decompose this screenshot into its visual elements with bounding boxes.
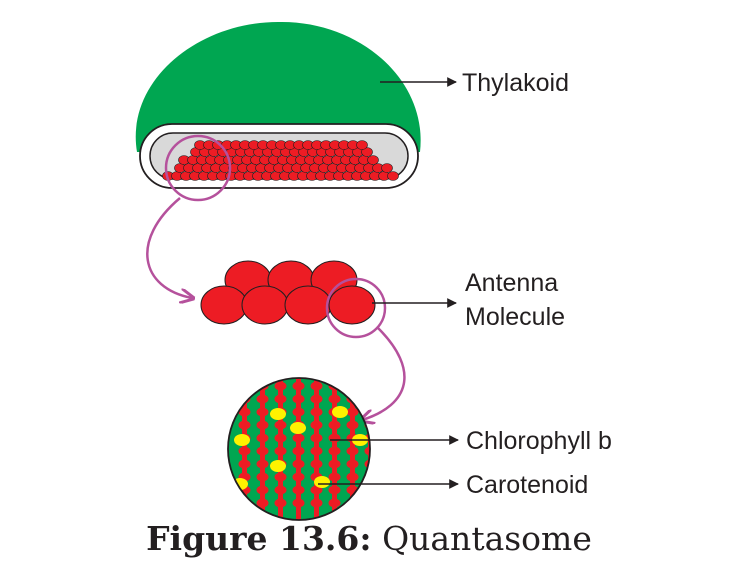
chlorophyll-a-molecule	[364, 446, 370, 456]
figure-number: Figure 13.6:	[146, 519, 372, 558]
chlorophyll-a-molecule	[238, 407, 251, 417]
chlorophyll-a-molecule	[292, 433, 305, 443]
chlorophyll-a-molecule	[292, 407, 305, 417]
chlorophyll-a-molecule	[310, 407, 323, 417]
chlorophyll-a-molecule	[346, 472, 359, 482]
chlorophyll-a-molecule	[346, 420, 359, 430]
label-carotenoid: Carotenoid	[466, 471, 588, 499]
chlorophyll-a-molecule	[292, 459, 305, 469]
quantasome-magnified	[227, 377, 371, 521]
thylakoid-pigment	[361, 147, 373, 157]
chlorophyll-a-molecule	[238, 446, 251, 456]
carotenoid-molecule	[234, 434, 250, 446]
chlorophyll-a-molecule	[238, 381, 251, 391]
chlorophyll-a-molecule	[364, 485, 370, 495]
chlorophyll-a-molecule	[238, 420, 251, 430]
chlorophyll-a-molecule	[310, 485, 323, 495]
chlorophyll-a-molecule	[346, 381, 359, 391]
thylakoid-pigment	[356, 140, 368, 150]
label-chlorophyll-b: Chlorophyll b	[466, 427, 612, 455]
chlorophyll-a-molecule	[256, 498, 269, 508]
chlorophyll-a-molecule	[274, 472, 287, 482]
chlorophyll-a-molecule	[310, 394, 323, 404]
figure-caption: Figure 13.6: Quantasome	[0, 519, 738, 558]
chlorophyll-a-molecule	[310, 446, 323, 456]
magnifier-loop-antenna	[325, 277, 387, 339]
chlorophyll-a-molecule	[238, 459, 251, 469]
chlorophyll-a-molecule	[256, 459, 269, 469]
chlorophyll-a-molecule	[310, 381, 323, 391]
chlorophyll-a-molecule	[292, 472, 305, 482]
chlorophyll-a-molecule	[274, 446, 287, 456]
chlorophyll-a-molecule	[292, 394, 305, 404]
chlorophyll-a-molecule	[292, 381, 305, 391]
chlorophyll-a-molecule	[274, 498, 287, 508]
thylakoid-pigment	[381, 163, 393, 173]
chlorophyll-a-molecule	[274, 433, 287, 443]
label-molecule: Molecule	[465, 303, 565, 331]
chlorophyll-a-molecule	[256, 472, 269, 482]
thylakoid	[135, 21, 421, 189]
chlorophyll-a-molecule	[292, 446, 305, 456]
thylakoid-pigment-stack	[162, 140, 399, 181]
chlorophyll-a-molecule	[256, 407, 269, 417]
carotenoid-molecule	[332, 406, 348, 418]
chlorophyll-a-molecule	[364, 394, 370, 404]
pigment-molecule	[241, 285, 289, 325]
chlorophyll-a-molecule	[328, 446, 341, 456]
chlorophyll-a-molecule	[328, 420, 341, 430]
chlorophyll-a-molecule	[328, 394, 341, 404]
connector-arrow-2	[362, 327, 406, 420]
carotenoid-molecule	[270, 460, 286, 472]
chlorophyll-a-molecule	[274, 485, 287, 495]
chlorophyll-a-molecule	[256, 433, 269, 443]
chlorophyll-a-molecule	[328, 459, 341, 469]
chlorophyll-a-molecule	[292, 498, 305, 508]
chlorophyll-a-molecule	[364, 498, 370, 508]
connector-arrow-1	[146, 197, 192, 298]
chlorophyll-a-molecule	[274, 394, 287, 404]
label-antenna: Antenna	[465, 269, 558, 297]
chlorophyll-a-molecule	[310, 459, 323, 469]
chlorophyll-a-molecule	[256, 420, 269, 430]
thylakoid-pigment	[387, 171, 399, 181]
chlorophyll-a-molecule	[328, 433, 341, 443]
chlorophyll-a-molecule	[364, 459, 370, 469]
label-thylakoid: Thylakoid	[462, 69, 569, 97]
chlorophyll-a-molecule	[274, 420, 287, 430]
carotenoid-molecule	[270, 408, 286, 420]
pigment-pattern	[232, 378, 370, 520]
chlorophyll-a-molecule	[310, 498, 323, 508]
chlorophyll-a-molecule	[346, 407, 359, 417]
chlorophyll-a-molecule	[328, 498, 341, 508]
chlorophyll-a-molecule	[256, 485, 269, 495]
antenna-molecule	[200, 260, 376, 325]
chlorophyll-a-molecule	[346, 459, 359, 469]
chlorophyll-a-molecule	[256, 394, 269, 404]
figure-title: Quantasome	[382, 519, 592, 558]
carotenoid-molecule	[290, 422, 306, 434]
thylakoid-body	[135, 21, 421, 152]
chlorophyll-a-molecule	[346, 446, 359, 456]
chlorophyll-a-molecule	[292, 485, 305, 495]
quantasome-outline	[227, 377, 371, 521]
chlorophyll-a-molecule	[364, 381, 370, 391]
chlorophyll-a-molecule	[256, 446, 269, 456]
chlorophyll-a-molecule	[310, 420, 323, 430]
chlorophyll-a-molecule	[328, 472, 341, 482]
thylakoid-pigment	[367, 155, 379, 165]
pigment-molecule	[284, 285, 332, 325]
pigment-molecule	[200, 285, 248, 325]
chlorophyll-a-molecule	[328, 485, 341, 495]
carotenoid-molecule	[314, 476, 330, 488]
pigment-molecule	[328, 285, 376, 325]
magnifier-loop-thylakoid	[164, 134, 232, 202]
chlorophyll-a-molecule	[310, 433, 323, 443]
chlorophyll-a-molecule	[274, 381, 287, 391]
